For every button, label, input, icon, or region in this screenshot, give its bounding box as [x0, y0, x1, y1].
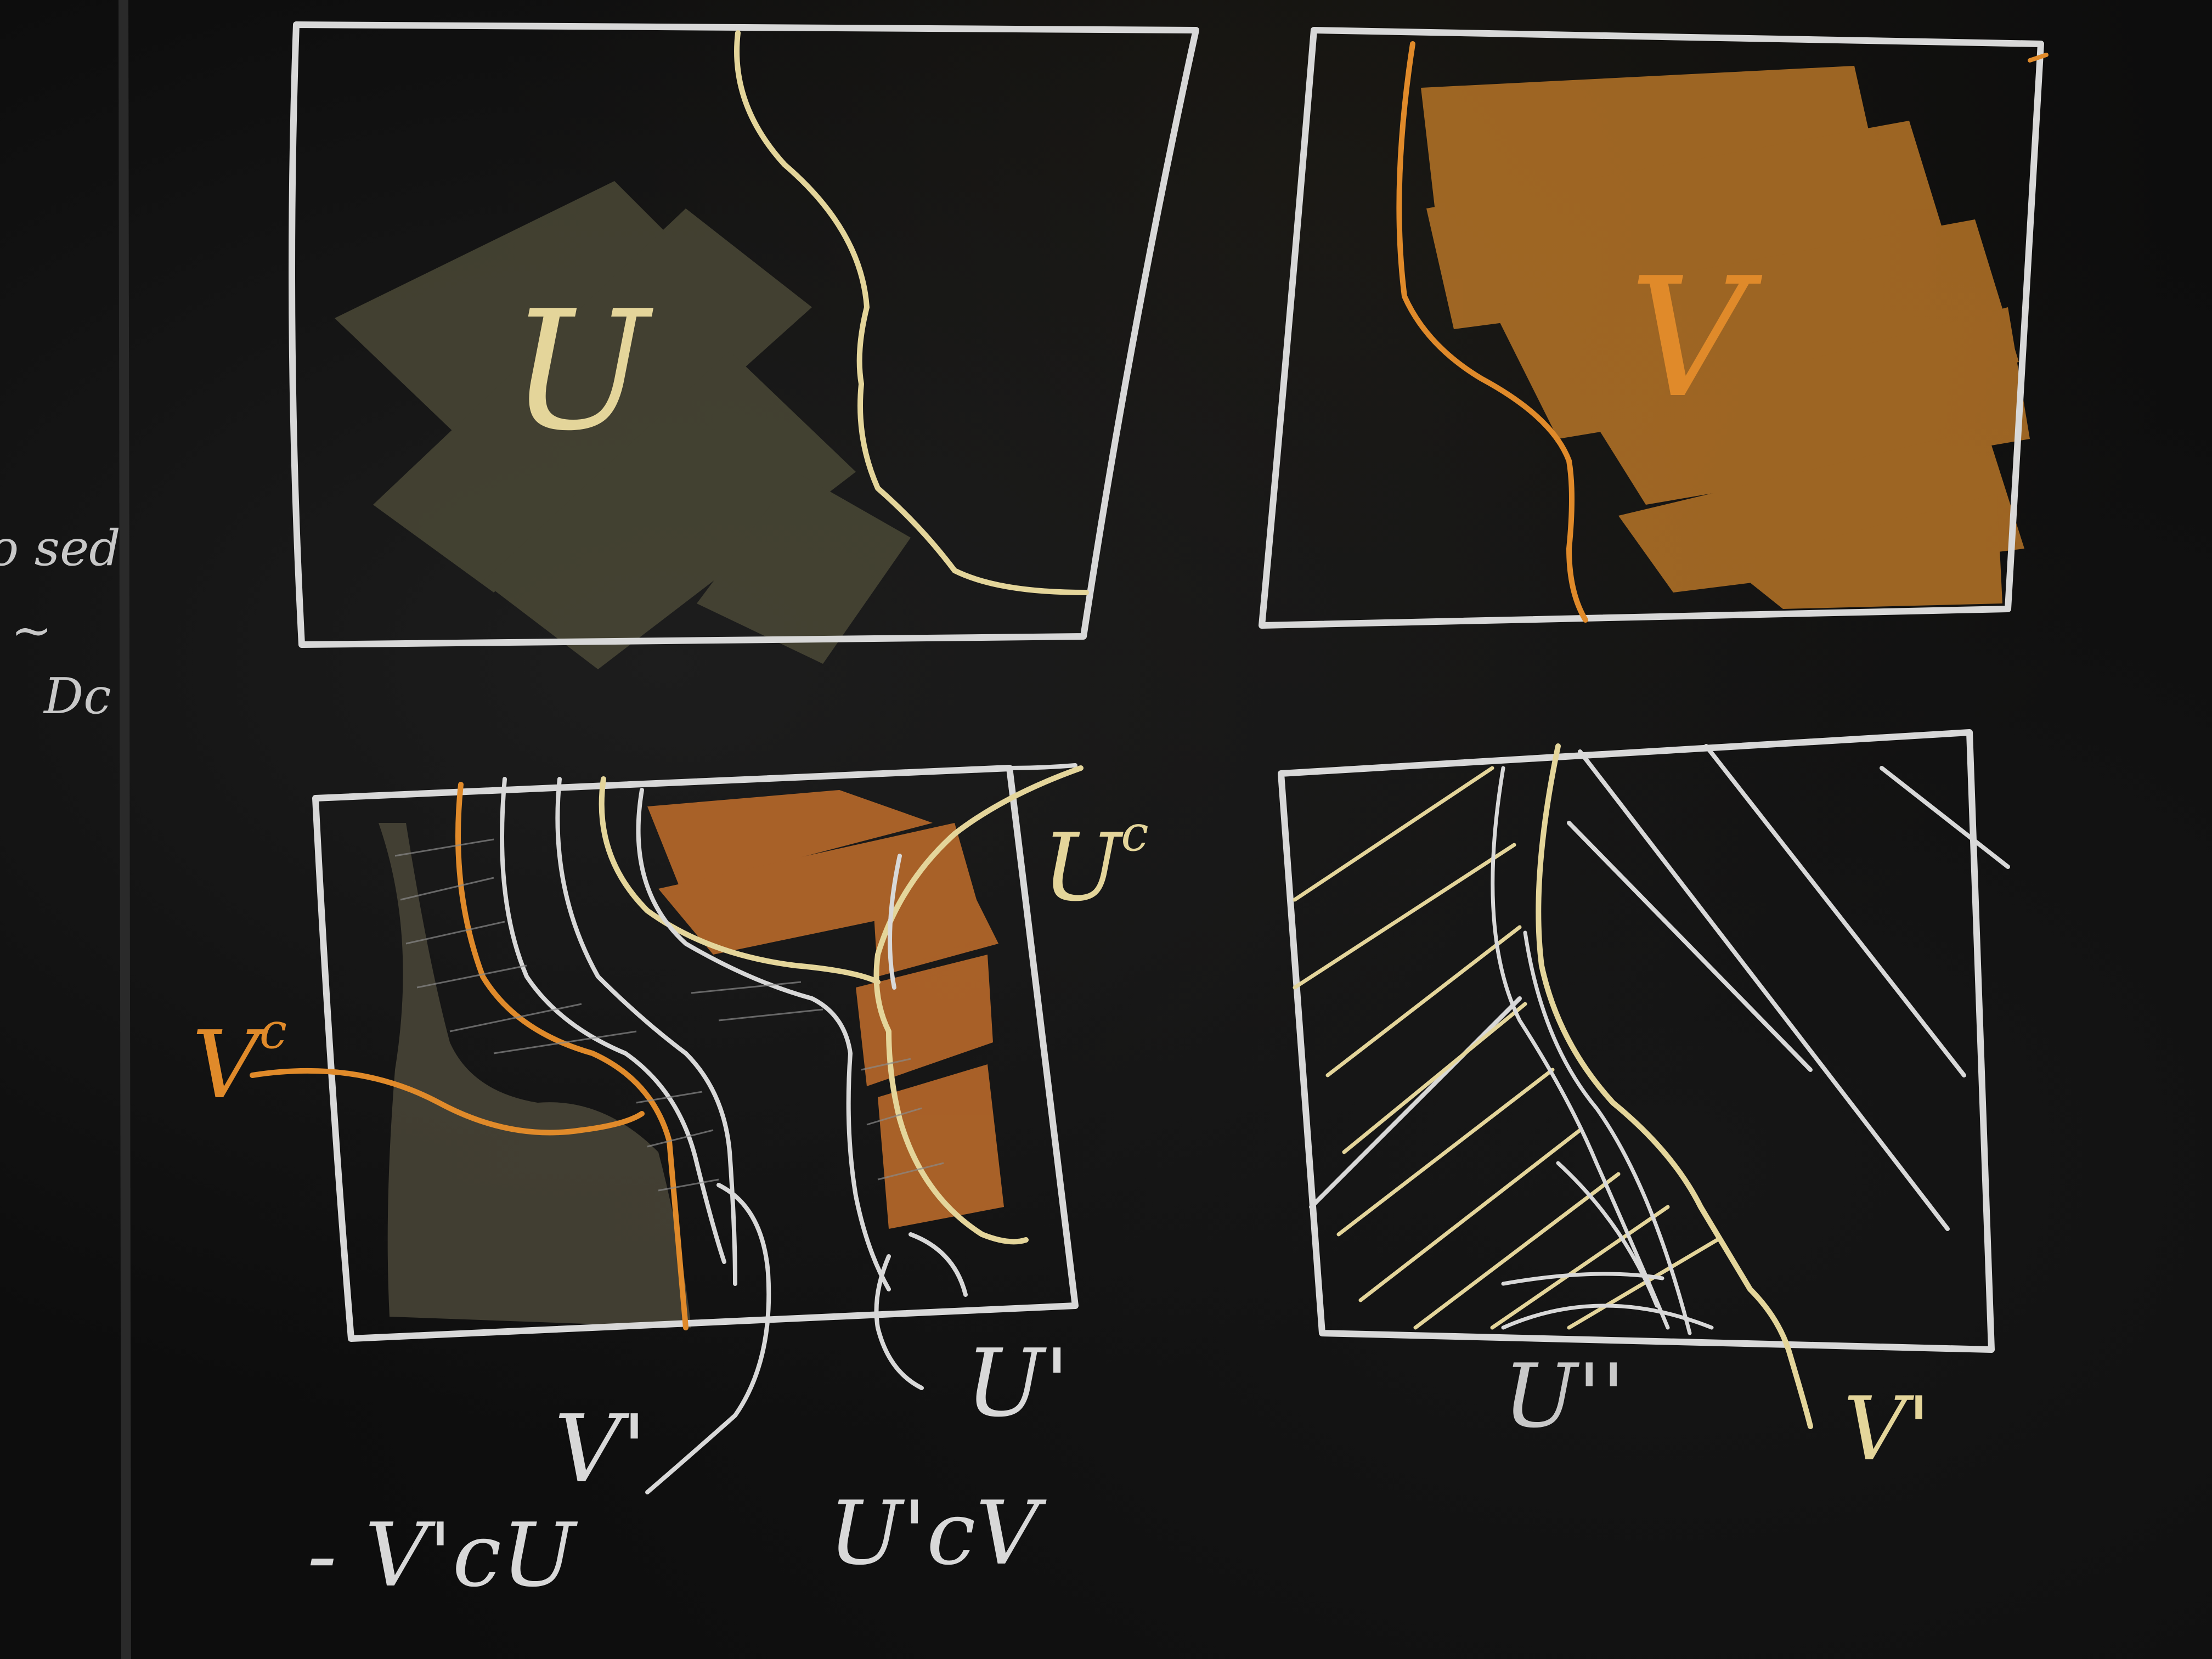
- curve-vprime: [1536, 743, 1813, 1429]
- curve-vprime-extension: [645, 1183, 771, 1494]
- label-u: U: [510, 275, 654, 467]
- scribble-line-1: o sed: [0, 520, 121, 577]
- corner-tick: [2028, 53, 2049, 63]
- label-uprime-bl: U': [966, 1329, 1070, 1438]
- label-vprime-br: V': [1843, 1378, 1931, 1480]
- margin-scribble: o sed ~ Dc: [0, 520, 121, 725]
- region-uc-shading: [379, 823, 691, 1328]
- label-vc: Vc: [192, 1002, 287, 1120]
- curve-uprime-extension: [874, 1254, 924, 1390]
- region-u-shading: [335, 181, 911, 669]
- label-v: V: [1629, 242, 1763, 434]
- caption-right: U'cV: [828, 1482, 1047, 1584]
- label-udouble: U'': [1503, 1345, 1626, 1447]
- caption-left: - V'cU: [307, 1504, 578, 1606]
- panel-bottom-left: [250, 763, 1084, 1494]
- scribble-line-2: ~: [11, 602, 52, 659]
- margin-line: [119, 0, 131, 1659]
- curve-vprime-1: [500, 777, 726, 1264]
- curve-uprime-2: [888, 854, 902, 990]
- hatching: [394, 838, 944, 1192]
- frame-overhang: [1007, 763, 1077, 770]
- label-vc-letter: V: [192, 1011, 268, 1120]
- boundary-vc-tail: [250, 1068, 645, 1136]
- panel-top-left: [289, 21, 1199, 669]
- label-uc-letter: U: [1042, 814, 1124, 922]
- boundary-uc: [873, 765, 1084, 1245]
- panel-frame: [289, 21, 1199, 648]
- panel-bottom-right: [1278, 729, 2010, 1429]
- label-uc-sup: c: [1121, 805, 1148, 862]
- arcs-udouble: [1491, 766, 1714, 1335]
- hatch-white: [1309, 744, 2010, 1231]
- hatch-yellow: [1293, 766, 1719, 1330]
- scribble-line-3: Dc: [43, 668, 111, 725]
- panel-top-right: [1259, 27, 2049, 629]
- boundary-curve: [734, 30, 1089, 595]
- curve-uprime-1: [636, 788, 891, 1291]
- panel-frame: [1259, 27, 2044, 629]
- label-vc-sup: c: [259, 1002, 287, 1060]
- boundary-uc-inner: [599, 776, 881, 985]
- label-uc: Uc: [1042, 805, 1149, 922]
- region-v-shading: [647, 790, 1004, 1229]
- curve-uprime-extension-2: [909, 1232, 968, 1297]
- panel-frame: [1278, 729, 1995, 1353]
- label-vprime-bl: V': [554, 1395, 647, 1504]
- region-v-shading: [1421, 66, 2030, 609]
- boundary-vc: [455, 782, 689, 1330]
- boundary-curve: [1396, 41, 1588, 623]
- panel-frame: [312, 765, 1079, 1342]
